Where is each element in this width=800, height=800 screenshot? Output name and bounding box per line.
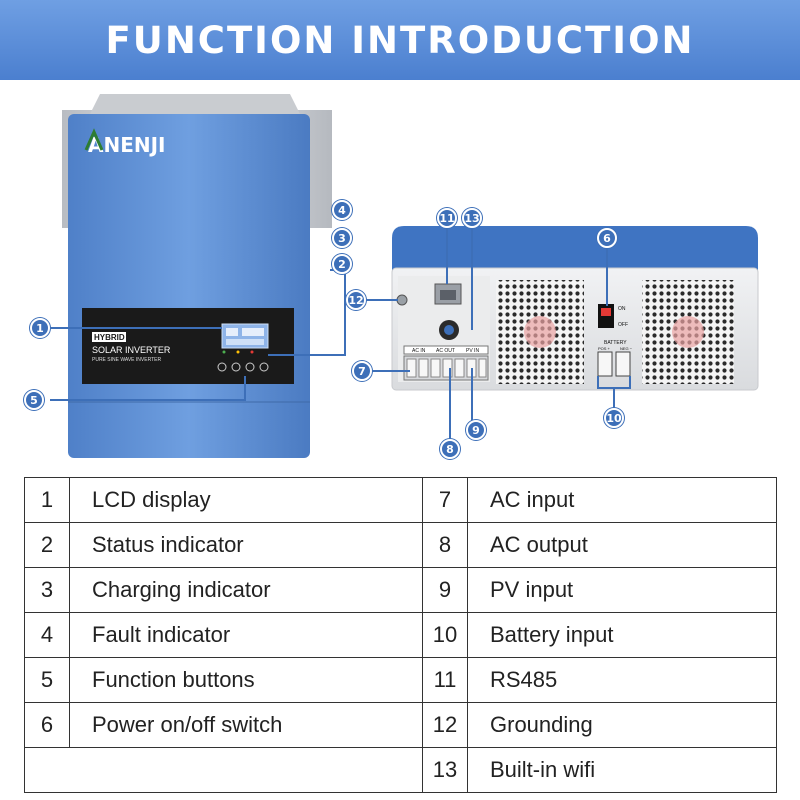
grounding-screw: [396, 294, 408, 306]
item-label: LCD display: [69, 477, 423, 523]
title-banner: FUNCTION INTRODUCTION: [0, 0, 800, 80]
item-number: 1: [24, 477, 70, 523]
terminal-block: [403, 355, 489, 381]
item-number: 8: [422, 522, 468, 568]
item-label: Grounding: [467, 702, 777, 748]
item-number: 4: [24, 612, 70, 658]
panel-tag: HYBRID: [94, 333, 125, 342]
pv-in-label: PV IN: [466, 348, 479, 354]
item-number: 2: [24, 522, 70, 568]
panel-title: SOLAR INVERTER: [92, 345, 171, 355]
fault-indicator: [250, 350, 254, 354]
item-label: Battery input: [467, 612, 777, 658]
item-number: 13: [422, 747, 468, 793]
switch-on-label: ON: [618, 306, 626, 312]
front-view: ANENJI HYBRID SOLAR INVERTER PURE SINE W…: [62, 94, 332, 458]
item-label: RS485: [467, 657, 777, 703]
ac-out-label: AC OUT: [436, 348, 455, 354]
inverter-body: [68, 114, 310, 458]
battery-neg-terminal: [615, 351, 631, 377]
battery-pos-label: POS +: [598, 346, 611, 351]
item-label: Status indicator: [69, 522, 423, 568]
item-label: Fault indicator: [69, 612, 423, 658]
page-title: FUNCTION INTRODUCTION: [105, 18, 695, 62]
item-number: 10: [422, 612, 468, 658]
item-number: 7: [422, 477, 468, 523]
item-label: Built-in wifi: [467, 747, 777, 793]
item-label: PV input: [467, 567, 777, 613]
item-number: 3: [24, 567, 70, 613]
status-indicator: [222, 350, 226, 354]
ac-in-label: AC IN: [412, 348, 426, 354]
charging-indicator: [236, 350, 240, 354]
item-label: AC output: [467, 522, 777, 568]
item-number: 6: [24, 702, 70, 748]
item-number: 12: [422, 702, 468, 748]
inverter-illustration: ANENJI HYBRID SOLAR INVERTER PURE SINE W…: [50, 94, 759, 458]
item-label: AC input: [467, 477, 777, 523]
item-label: Function buttons: [69, 657, 423, 703]
item-label: Power on/off switch: [69, 702, 423, 748]
battery-neg-label: NEG −: [620, 346, 633, 351]
item-label: Charging indicator: [69, 567, 423, 613]
function-buttons[interactable]: [217, 362, 269, 372]
battery-label: BATTERY: [604, 340, 627, 346]
panel-subtitle: PURE SINE WAVE INVERTER: [92, 357, 161, 363]
battery-pos-terminal: [597, 351, 613, 377]
switch-off-label: OFF: [618, 322, 628, 328]
item-number: 11: [422, 657, 468, 703]
item-number: 9: [422, 567, 468, 613]
side-view: AC IN AC OUT PV IN ON OFF: [391, 226, 759, 391]
empty-cell: [24, 747, 423, 793]
product-figure: ANENJI HYBRID SOLAR INVERTER PURE SINE W…: [0, 80, 800, 465]
item-number: 5: [24, 657, 70, 703]
